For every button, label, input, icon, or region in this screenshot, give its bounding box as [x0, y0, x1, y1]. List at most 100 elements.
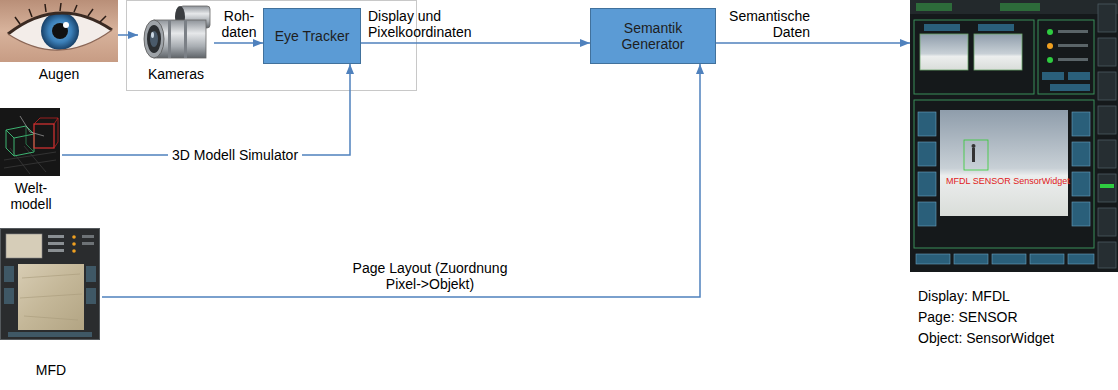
box-label: Semantik Generator	[597, 20, 709, 52]
caption-block: MFD	[0, 362, 102, 378]
rect-part	[1072, 172, 1090, 196]
circle-part	[52, 23, 68, 39]
rect-part	[0, 0, 118, 62]
rect-part	[1068, 254, 1094, 264]
ellipse-part	[150, 31, 158, 47]
rect-part	[954, 254, 988, 264]
rect-part	[168, 20, 171, 58]
rect-part	[1000, 3, 1040, 11]
eye-photo	[0, 0, 118, 62]
rect-part	[86, 266, 96, 282]
rect-part	[48, 235, 64, 238]
edge-label: 3D Modell Simulator	[168, 147, 302, 163]
rect-part	[992, 254, 1026, 264]
mfd-image	[0, 228, 100, 340]
world-model-image	[0, 108, 60, 176]
rect-part	[18, 264, 84, 330]
rect-part	[972, 148, 975, 162]
path-part	[4, 146, 56, 174]
rect-part	[1098, 174, 1116, 202]
rect-part	[1030, 254, 1064, 264]
ellipse-part	[147, 25, 161, 53]
rect-part	[1050, 84, 1090, 91]
ellipse-part	[151, 32, 154, 38]
rect-part	[0, 108, 60, 176]
rect-part	[4, 288, 14, 304]
rect-part	[6, 234, 42, 258]
g-part	[916, 254, 1094, 264]
rect-part	[48, 249, 64, 252]
eye-photo: Augen	[0, 0, 118, 84]
rect-part	[8, 332, 92, 337]
path-part	[34, 118, 58, 148]
rect-part	[184, 20, 187, 58]
caption-text: Display: MFDL	[918, 286, 1118, 307]
rect-part	[1098, 140, 1116, 168]
rect-part	[1098, 72, 1116, 100]
rect-part	[920, 34, 968, 70]
rect-part	[1, 229, 100, 340]
path-part	[15, 3, 106, 24]
process-box: Eye Tracker	[263, 8, 361, 64]
caption-block: Welt- modell	[0, 180, 62, 212]
path-part	[20, 274, 82, 320]
camera-photo: Kameras	[138, 4, 214, 86]
box-label: Eye Tracker	[275, 28, 350, 44]
rect-part	[1072, 202, 1090, 226]
path-part	[8, 13, 112, 34]
edge-label: Semantische Daten	[722, 8, 810, 40]
circle-part	[72, 249, 76, 253]
path-part	[8, 13, 112, 50]
rect-part	[978, 24, 1014, 31]
rect-part	[964, 140, 988, 170]
rect-part	[918, 172, 936, 196]
rect-part	[1038, 20, 1094, 94]
display-screenshot	[910, 0, 1118, 272]
rect-part	[1042, 72, 1064, 80]
rect-part	[1098, 242, 1116, 268]
path-part	[8, 30, 112, 50]
path-part	[6, 126, 34, 156]
rect-part	[918, 202, 936, 226]
rect-part	[4, 266, 14, 282]
caption-text: Kameras	[138, 66, 214, 82]
circle-part	[72, 235, 76, 239]
rect-part	[1058, 44, 1088, 47]
rect-part	[1058, 58, 1088, 61]
g-part	[41, 12, 79, 50]
camera-photo	[138, 4, 214, 64]
rect-part	[910, 0, 1118, 14]
circle-part	[972, 144, 976, 148]
arrow-connector	[214, 42, 263, 44]
caption-text: Page: SENSOR	[918, 307, 1118, 328]
circle-part	[63, 22, 69, 28]
overlay-text: MFDL SENSOR SensorWidget	[946, 176, 1070, 187]
caption-block: Display: MFDLPage: SENSORObject: SensorW…	[910, 286, 1118, 349]
arrow-connector	[716, 42, 910, 44]
edge-label: Display und Pixelkoordinaten	[368, 8, 518, 40]
rect-part	[1098, 106, 1116, 134]
circle-part	[1047, 43, 1053, 49]
rect-part	[918, 142, 936, 166]
circle-part	[41, 12, 79, 50]
rect-part	[940, 110, 1068, 216]
circle-part	[1047, 57, 1053, 63]
rect-part	[918, 112, 936, 136]
rect-part	[1098, 38, 1116, 66]
rect-part	[974, 34, 1022, 70]
rect-part	[1072, 142, 1090, 166]
arrow-connector	[102, 64, 700, 297]
path-part	[20, 116, 44, 136]
rect-part	[1068, 72, 1090, 80]
rect-part	[0, 228, 100, 340]
rect-part	[1100, 184, 1114, 188]
edge-label: Page Layout (Zuordnung Pixel->Objekt)	[345, 260, 515, 292]
rect-part	[914, 100, 1094, 248]
rect-part	[1098, 4, 1116, 32]
world-model-image: Welt- modell	[0, 108, 62, 216]
circle-part	[1047, 29, 1053, 35]
arrow-connector	[118, 34, 138, 36]
process-box: Semantik Generator	[590, 8, 716, 64]
rect-part	[914, 20, 1034, 94]
